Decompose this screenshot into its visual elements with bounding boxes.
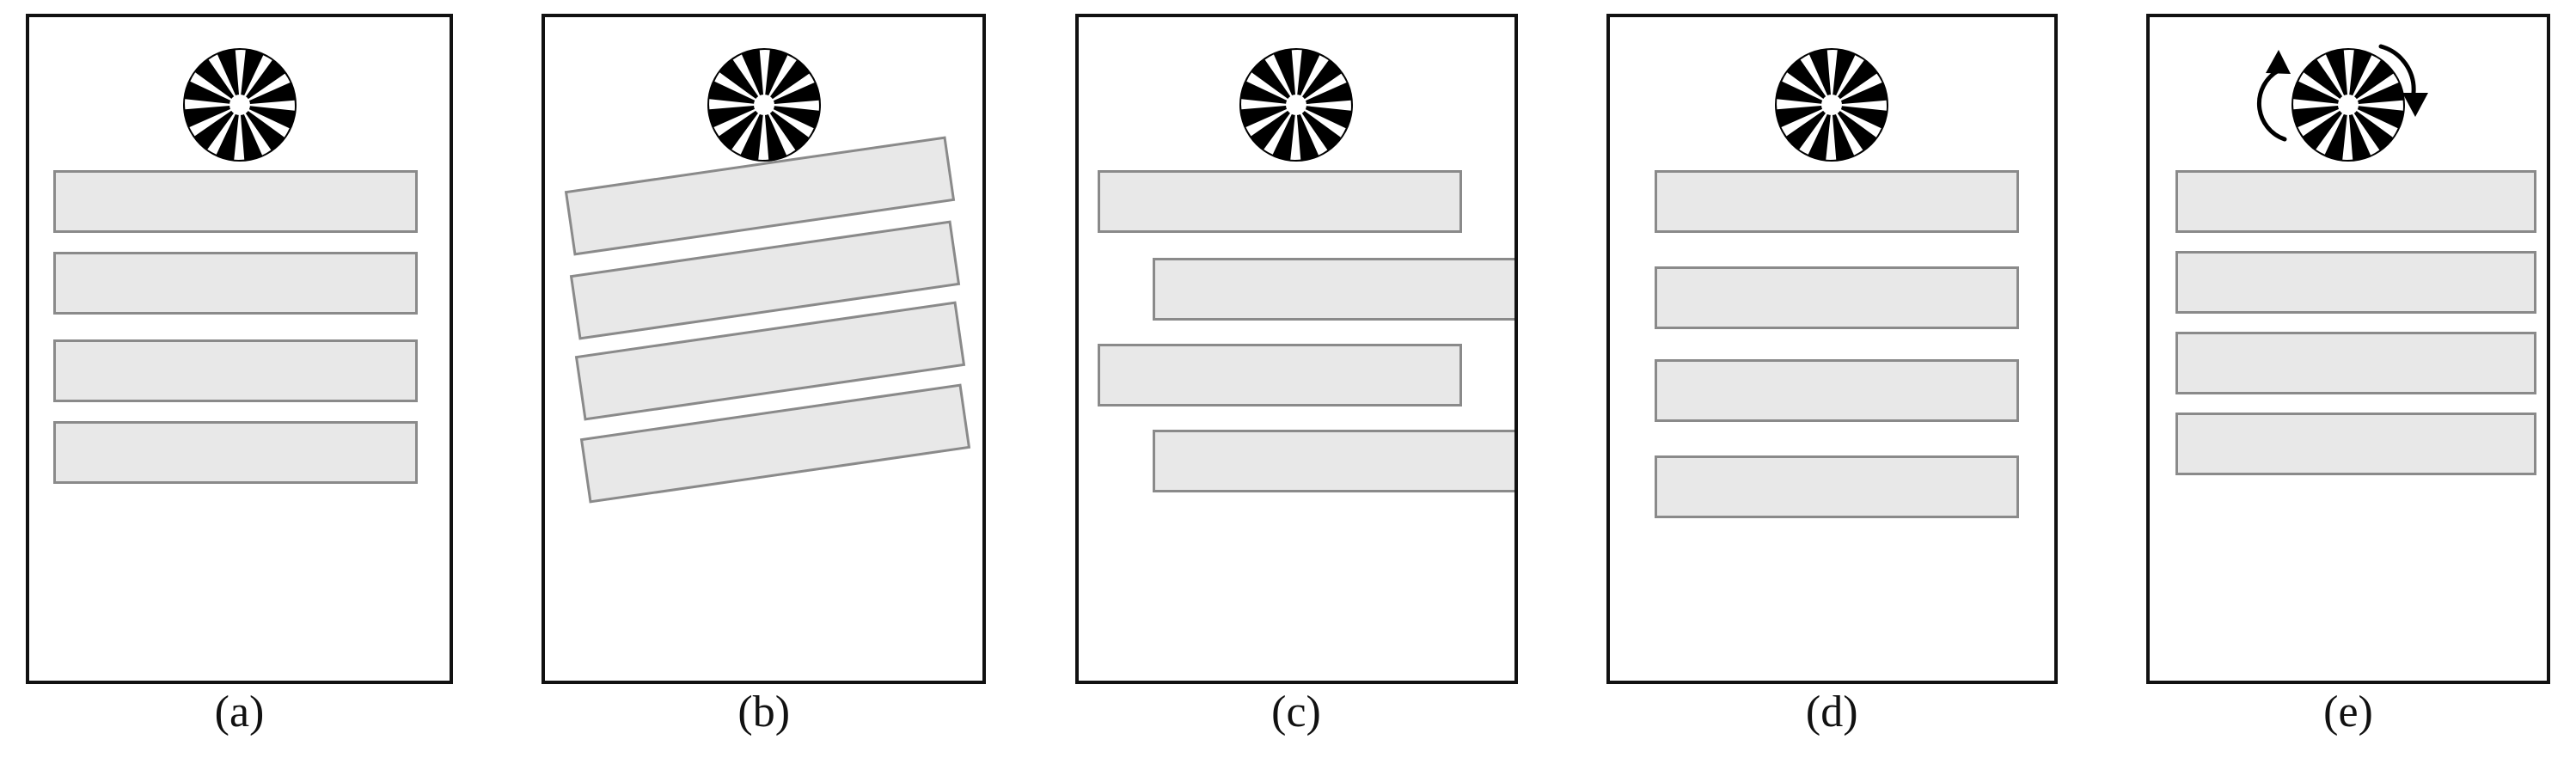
text-line-bar: [2175, 413, 2536, 475]
text-line-bars: [1610, 17, 2054, 681]
panel-caption: (a): [214, 688, 265, 736]
fan-icon: [657, 36, 872, 174]
fan-icon: [1724, 36, 1939, 174]
panel-caption: (c): [1271, 688, 1321, 736]
text-line-bar: [1097, 344, 1462, 406]
text-line-bar: [1654, 170, 2019, 233]
text-line-bars: [29, 17, 450, 681]
fan-icon: [2241, 36, 2456, 174]
panel-e-frame: [2146, 14, 2550, 684]
panel-b-frame: [542, 14, 987, 684]
text-line-bar: [1152, 258, 1514, 321]
text-line-bar: [2175, 332, 2536, 394]
panel-c-frame: [1074, 14, 1518, 684]
panel-caption: (e): [2323, 688, 2373, 736]
panel-a: (a): [26, 14, 453, 736]
text-line-bars: [2150, 17, 2547, 681]
text-line-bars: [545, 17, 982, 681]
text-line-bar: [53, 339, 418, 402]
fan-icon: [132, 36, 347, 174]
text-line-bar: [1654, 266, 2019, 329]
text-line-bar: [53, 252, 418, 315]
text-line-bar: [1654, 455, 2019, 518]
text-line-bar: [1654, 359, 2019, 422]
panel-d: (d): [1606, 14, 2058, 736]
fan-icon: [1189, 36, 1404, 174]
panel-caption: (d): [1805, 688, 1858, 736]
panel-e: (e): [2146, 14, 2550, 736]
text-line-bars: [1079, 17, 1514, 681]
text-line-bar: [53, 170, 418, 233]
panel-b: (b): [542, 14, 987, 736]
text-line-bar: [2175, 251, 2536, 314]
panel-c: (c): [1074, 14, 1518, 736]
panel-a-frame: [26, 14, 453, 684]
panel-d-frame: [1606, 14, 2058, 684]
text-line-bar: [1097, 170, 1462, 233]
text-line-bar: [53, 421, 418, 484]
panel-caption: (b): [737, 688, 791, 736]
text-line-bar: [2175, 170, 2536, 233]
text-line-bar: [1152, 430, 1514, 492]
